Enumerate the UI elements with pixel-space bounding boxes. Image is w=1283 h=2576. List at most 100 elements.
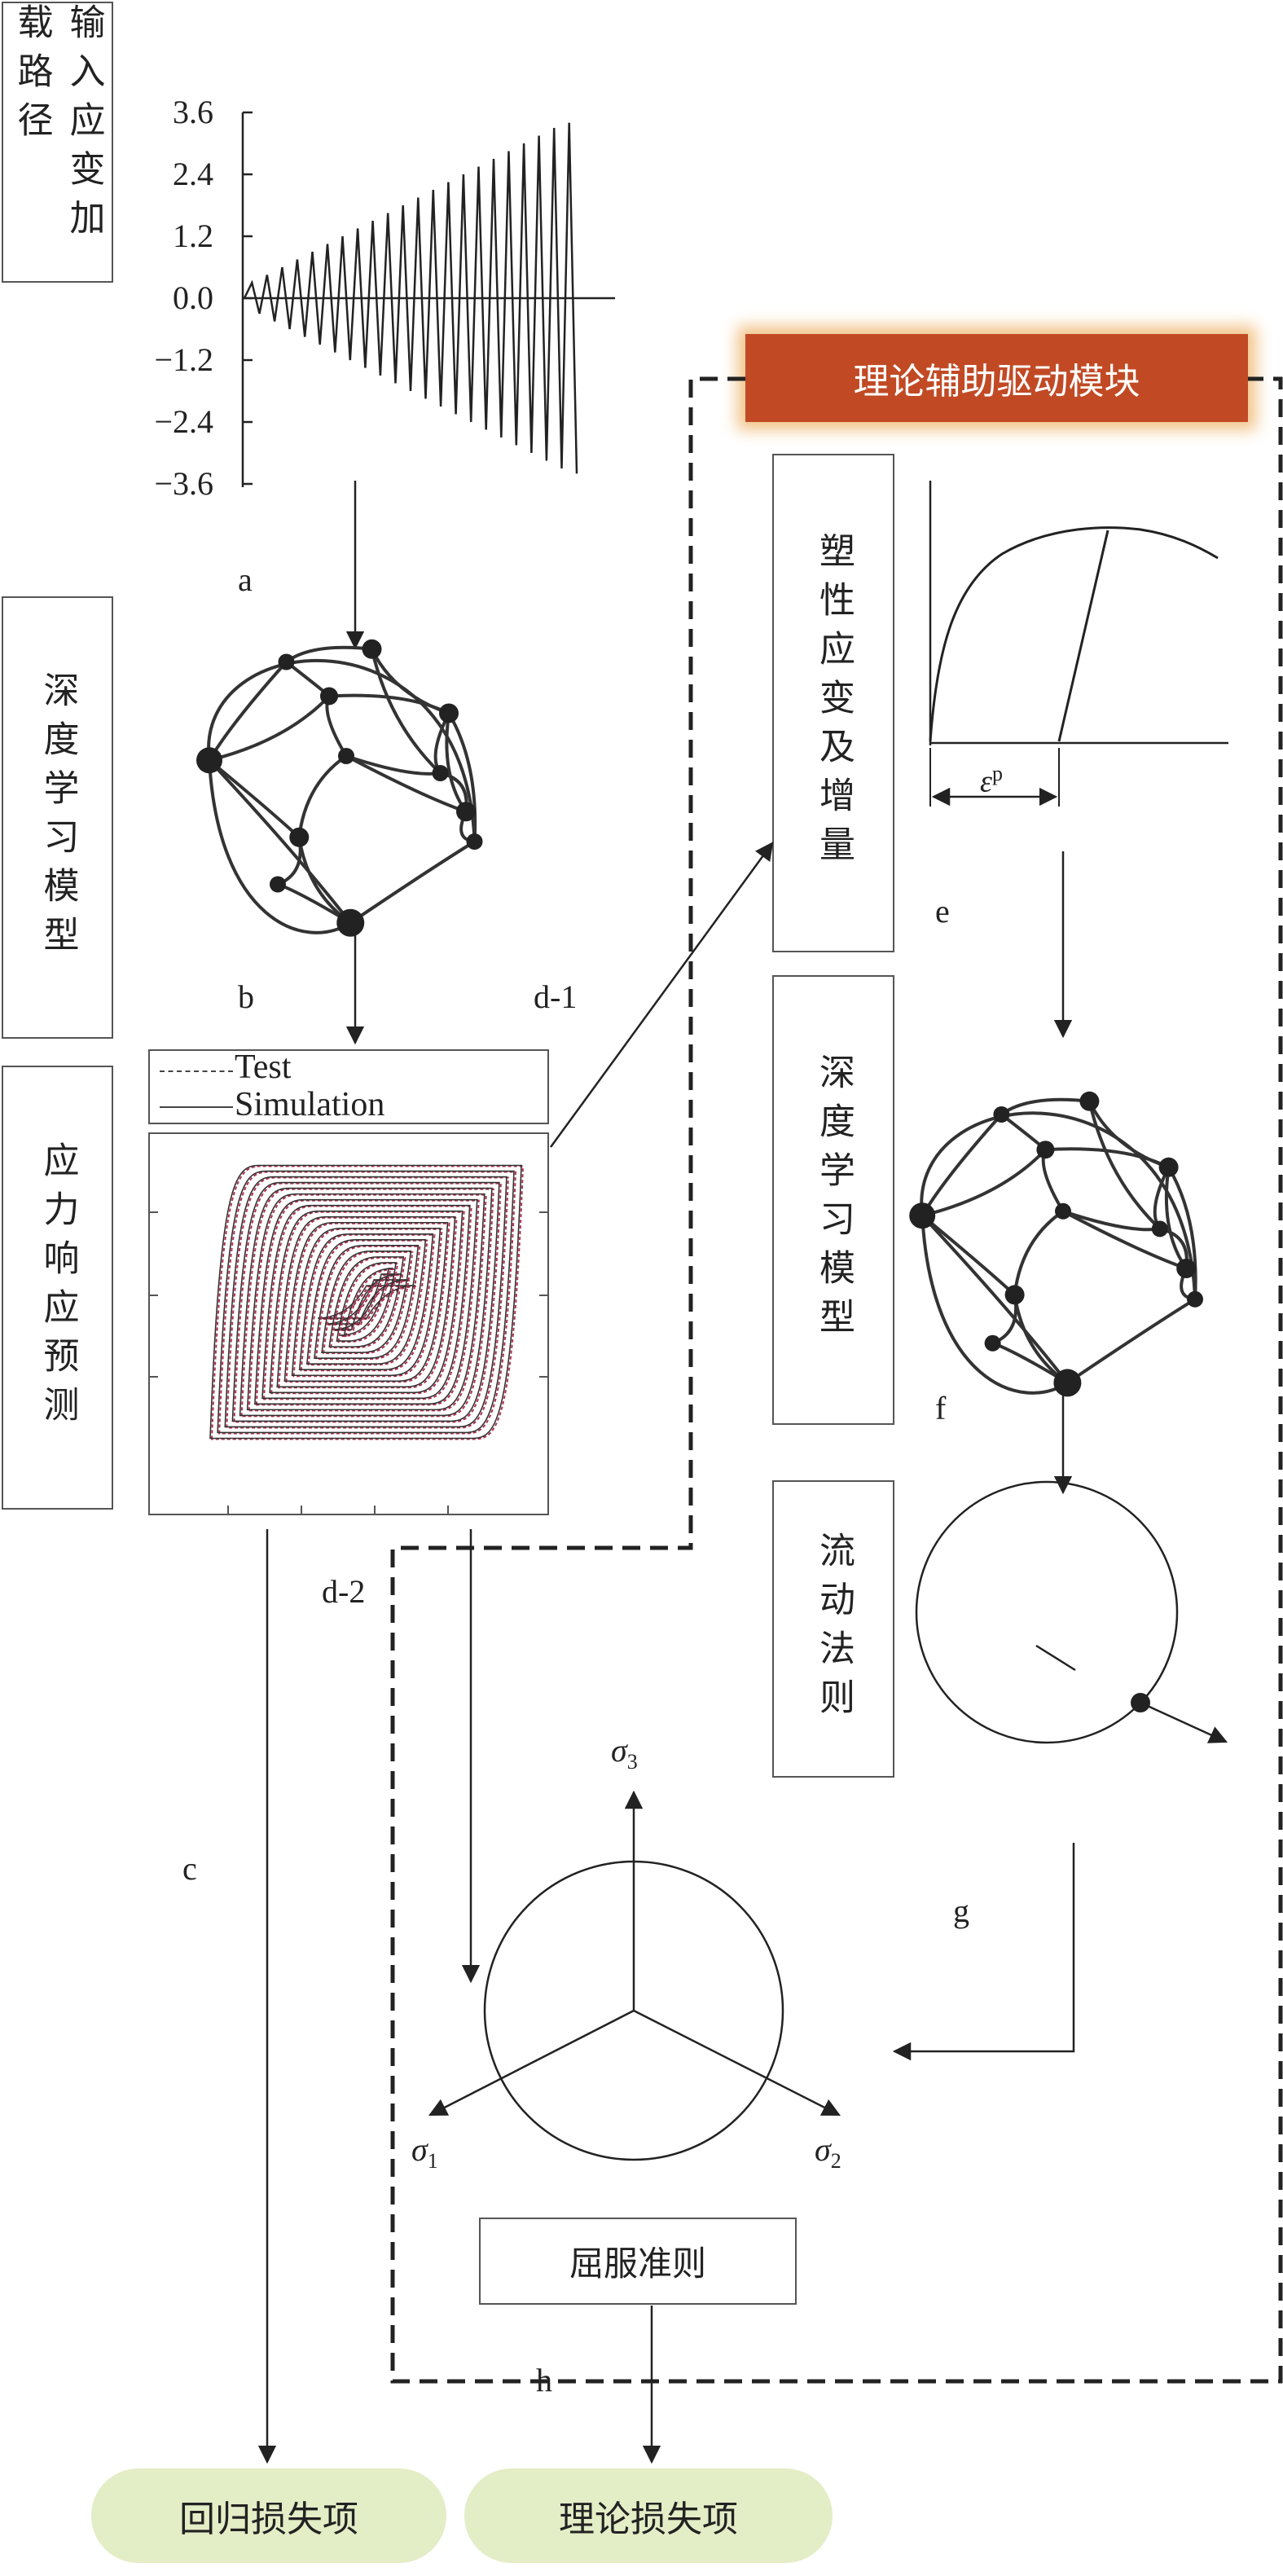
net-edge [328,693,450,715]
net-edge [208,758,301,839]
net-edge [209,695,331,763]
net-node [439,703,459,723]
net-node [466,833,483,850]
test-loop [292,1228,443,1378]
test-loop [278,1216,458,1389]
regression-loss-label: 回归损失项 [179,2499,358,2540]
net-node [320,687,338,706]
legend-box: Test Simulation [148,1048,549,1124]
net-node [1004,1285,1025,1305]
test-loop [262,1205,472,1400]
net-edge [921,1113,1003,1217]
net-node [1055,1202,1071,1220]
test-loop [300,1233,436,1372]
simulation-loop [261,1204,471,1400]
simulation-loop [314,1245,420,1359]
sigma2-axis [633,2009,841,2117]
net-edge [1062,1210,1187,1270]
simulation-loop [231,1181,500,1422]
simulation-loop [298,1233,434,1371]
test-loop [307,1239,428,1366]
yield-criterion-box: 屈服准则 [479,2218,797,2305]
simulation-loop [336,1262,398,1342]
stress-prediction-box: 应力响应预测 [2,1066,113,1510]
sigma1-sub: 1 [427,2149,438,2173]
simulation-loop [254,1198,478,1405]
legend-sim-label: Simulation [235,1086,385,1123]
sigma2-letter: σ [815,2131,831,2168]
dl-model-box-2: 深度学习模型 [772,975,894,1425]
arrow-d1 [549,842,774,1148]
flow-rule-box: 流动法则 [772,1480,894,1778]
net-node [1053,1369,1082,1397]
net-node [909,1202,936,1229]
net-node [270,876,286,893]
strain-tick-label-4: −1.2 [154,341,213,378]
net-edge-outer [208,760,352,934]
pi-plane-plot [428,1790,841,2161]
net-node [1036,1141,1055,1159]
hysteresis-plot [150,1164,547,1514]
net-node [456,802,476,822]
plastic-strain-box: 塑性应变及增量 [772,454,894,952]
net-edge [1013,1210,1065,1295]
simulation-loop [276,1215,456,1388]
test-loop [323,1251,414,1355]
arrow-g [892,1843,1075,2061]
net-edge [297,837,352,925]
net-node [1187,1290,1203,1308]
test-loop [218,1171,516,1435]
sigma1-letter: σ [411,2131,428,2168]
net-edge [325,695,348,758]
net-edge [1066,1298,1197,1385]
net-edge-outer [207,659,477,842]
net-node [196,747,222,774]
flow-rule-label: 流动法则 [813,1531,855,1727]
strain-tick-label-2: 1.2 [173,218,213,254]
net-node [1079,1091,1100,1111]
net-node [362,639,382,659]
sigma3-symbol: σ3 [611,1731,638,1774]
simulation-loop [317,1285,416,1319]
ss-curve [929,526,1219,742]
net-edge [208,758,352,924]
strain-tick-label-1: 2.4 [173,156,213,192]
legend-test-line [160,1070,233,1072]
test-loop [226,1176,509,1429]
theory-loss-label: 理论损失项 [559,2499,738,2540]
test-loop [255,1199,480,1406]
input-path-box: 输入应变加载路径 [2,2,113,283]
test-loop [285,1222,450,1383]
simulation-loop [239,1187,493,1417]
net-edge [1013,1295,1069,1385]
test-loop [330,1256,406,1349]
input-path-label: 输入应变加载路径 [11,3,105,248]
test-loop [270,1211,465,1395]
net-edge [349,840,476,925]
test-loop [233,1182,502,1423]
stress-strain-plot [929,481,1228,807]
dl-model-label-2: 深度学习模型 [813,1053,855,1347]
label-a: a [238,561,253,598]
net-edge [297,754,348,837]
sigma1-axis [428,2009,635,2117]
net-node [1151,1220,1168,1237]
strain-tick-label-0: 3.6 [173,94,213,130]
regression-loss-pill: 回归损失项 [91,2468,446,2563]
simulation-loop [283,1221,449,1383]
net-node [338,748,354,764]
network-graph-2 [909,1091,1203,1397]
yield-surface-circle [915,1480,1179,1744]
ss-unload-line [1057,530,1109,742]
dl-model-label-1: 深度学习模型 [37,670,79,965]
legend-sim-line [160,1106,233,1108]
net-node [1158,1157,1179,1177]
net-edge [445,713,468,813]
strain-chart [241,111,615,487]
module-title: 理论辅助驱动模块 [745,334,1248,422]
network-graph-1 [196,639,483,937]
net-edge [1045,1147,1170,1169]
simulation-loop [305,1239,427,1365]
simulation-loop [321,1251,412,1353]
